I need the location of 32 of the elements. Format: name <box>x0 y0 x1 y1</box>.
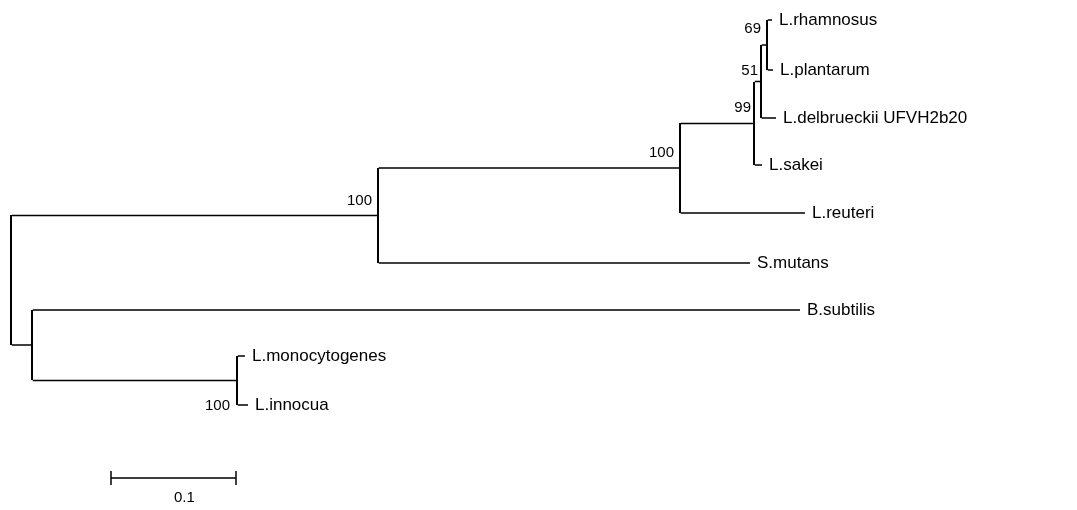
tree-branch <box>378 262 751 264</box>
taxon-label: S.mutans <box>750 252 829 274</box>
taxon-label: L.sakei <box>762 154 823 176</box>
bootstrap-value: 100 <box>647 143 674 161</box>
tree-branch <box>680 122 754 125</box>
bootstrap-value: 100 <box>203 396 230 414</box>
bootstrap-value: 99 <box>733 98 751 116</box>
tree-branch <box>11 344 32 346</box>
taxon-label: L.delbrueckii UFVH2b20 <box>776 107 968 129</box>
tree-branch <box>754 164 763 166</box>
tree-branch <box>378 167 680 169</box>
bootstrap-value: 51 <box>740 61 758 79</box>
tree-branch <box>680 212 806 214</box>
tree-branch <box>754 80 761 83</box>
bootstrap-value: 100 <box>345 191 372 209</box>
tree-branch <box>32 309 801 311</box>
tree-branch <box>767 19 773 21</box>
taxon-label: L.innocua <box>248 394 329 416</box>
taxon-label: L.plantarum <box>773 59 870 81</box>
scale-label: 0.1 <box>174 488 195 506</box>
tree-branch <box>761 44 767 46</box>
tree-branch <box>32 379 237 382</box>
tree-branch <box>11 214 378 217</box>
tree-branch <box>761 117 777 119</box>
taxon-label: B.subtilis <box>800 299 876 321</box>
taxon-label: L.rhamnosus <box>772 9 878 31</box>
taxon-label: L.reuteri <box>805 202 875 224</box>
taxon-label: L.monocytogenes <box>245 345 387 367</box>
tree-branch <box>237 355 246 357</box>
bootstrap-value: 69 <box>743 19 761 37</box>
tree-branch <box>767 69 774 71</box>
tree-branch <box>237 404 249 406</box>
